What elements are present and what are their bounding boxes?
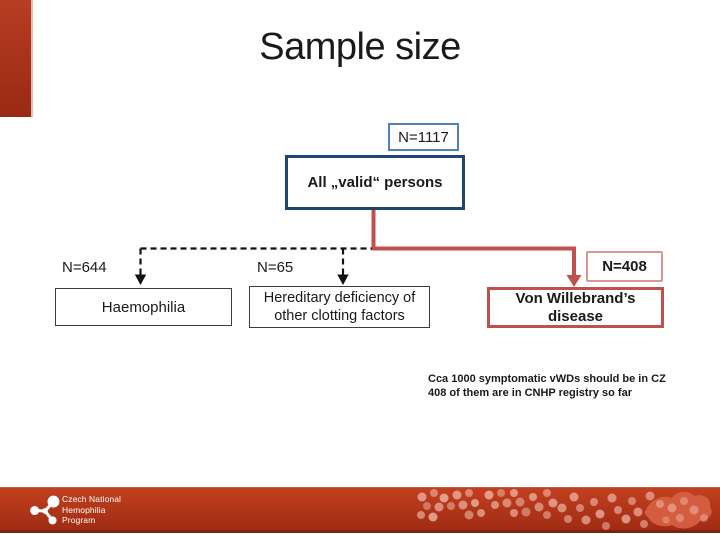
footer-logo-text: Czech National Hemophilia Program xyxy=(62,494,121,526)
note-line1: Cca 1000 symptomatic vWDs should be in C… xyxy=(428,373,666,385)
dashed-arrowhead-2-icon xyxy=(337,274,349,285)
molecule-icon xyxy=(30,495,60,525)
branch-count-box-vwd: N=408 xyxy=(586,251,663,282)
branch-box-vwd-line1: Von Willebrand’s xyxy=(515,289,636,307)
branch-box-hereditary-line2: other clotting factors xyxy=(274,308,405,324)
footer-bar: Czech National Hemophilia Program xyxy=(0,487,720,533)
left-accent-bar xyxy=(0,0,33,117)
branch-box-haemophilia-label: Haemophilia xyxy=(101,298,186,316)
red-arrowhead-icon xyxy=(566,275,582,287)
footer-dot-pattern xyxy=(417,489,712,530)
branch-count-label-haemophilia: N=644 xyxy=(62,259,107,276)
connector-red-branch xyxy=(371,246,576,276)
page-title: Sample size xyxy=(259,26,461,68)
footer-logo-line2: Hemophilia xyxy=(62,504,106,515)
branch-box-vwd: Von Willebrand’s disease xyxy=(487,287,664,328)
dashed-arrowhead-1-icon xyxy=(134,274,147,285)
root-box: All „valid“ persons xyxy=(285,155,465,210)
note-text: Cca 1000 symptomatic vWDs should be in C… xyxy=(428,373,713,400)
czech-map-shape xyxy=(644,491,712,529)
branch-box-haemophilia: Haemophilia xyxy=(55,288,232,326)
branch-box-vwd-line2: disease xyxy=(547,307,604,325)
branch-box-hereditary-line1: Hereditary deficiency of xyxy=(263,290,416,306)
branch-box-hereditary: Hereditary deficiency of other clotting … xyxy=(249,286,430,328)
note-line2: 408 of them are in CNHP registry so far xyxy=(428,386,632,399)
footer-logo-line3: Program xyxy=(62,515,96,525)
branch-count-label-hereditary: N=65 xyxy=(257,259,294,276)
footer-logo-line1: Czech National xyxy=(62,494,122,504)
root-count-box: N=1117 xyxy=(388,123,459,151)
